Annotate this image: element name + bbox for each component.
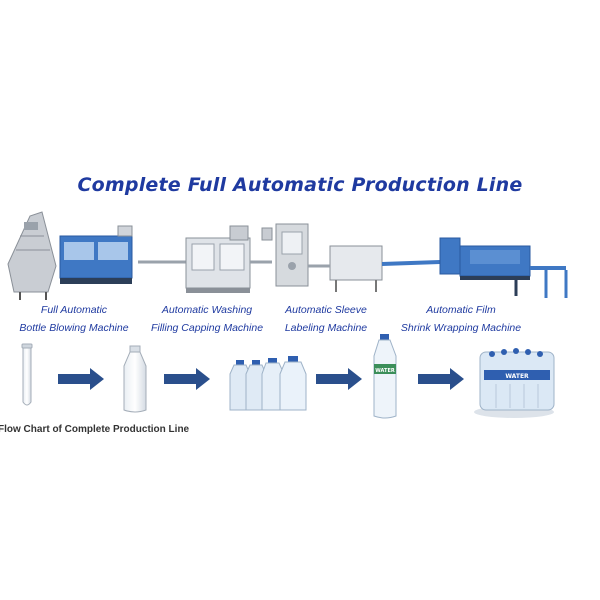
machine-illustrations xyxy=(7,211,568,300)
bottle-blowing-machine xyxy=(7,211,133,300)
pack-label-text: WATER xyxy=(505,373,529,380)
shrink-wrapped-pack-icon: WATER xyxy=(474,348,555,418)
bottle-label-text: WATER xyxy=(375,368,395,374)
figure-caption: Flow Chart of Complete Production Line xyxy=(0,424,190,435)
empty-bottle-icon xyxy=(123,345,147,413)
diagram-title: Complete Full Automatic Production Line xyxy=(77,174,523,196)
sleeve-labeling-machine xyxy=(261,223,383,292)
filling-capping-machine xyxy=(138,225,272,293)
product-flow: WATER WATER xyxy=(21,334,555,419)
shrink-wrapping-machine xyxy=(381,237,568,298)
flow-arrow-4 xyxy=(418,368,464,390)
flow-arrow-3 xyxy=(316,368,362,390)
flow-arrow-1 xyxy=(58,368,104,390)
filled-bottles-icon xyxy=(229,356,307,411)
preform-icon xyxy=(21,343,33,406)
labeled-bottle-icon: WATER xyxy=(373,334,397,419)
flow-arrow-2 xyxy=(164,368,210,390)
